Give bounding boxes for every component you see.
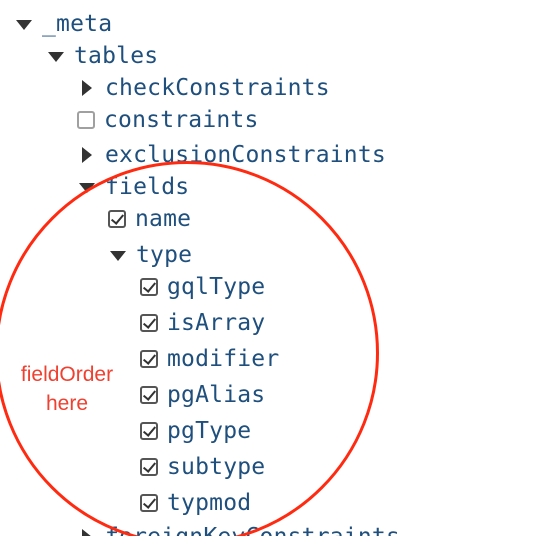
checkbox-checked[interactable] [140,422,158,440]
node-label: typmod [167,490,252,516]
node-label: fields [105,174,190,200]
caret-down-icon[interactable] [14,14,34,34]
node-label: pgType [167,418,252,444]
node-label: isArray [167,310,266,336]
node-label: constraints [104,107,259,133]
node-label: checkConstraints [105,75,330,101]
caret-down-icon[interactable] [77,177,97,197]
checkbox-unchecked[interactable] [77,111,95,129]
tree-node-type[interactable]: type [108,240,192,270]
tree-node-typmod[interactable]: typmod [140,488,251,518]
node-label: _meta [42,11,113,37]
caret-right-icon[interactable] [77,78,97,98]
tree-node-checkconstraints[interactable]: checkConstraints [77,73,330,103]
node-label: tables [74,43,159,69]
tree-node-subtype[interactable]: subtype [140,452,265,482]
caret-down-icon[interactable] [46,46,66,66]
tree-node-isarray[interactable]: isArray [140,308,265,338]
node-label: modifier [167,346,280,372]
checkbox-checked[interactable] [140,278,158,296]
checkbox-checked[interactable] [140,350,158,368]
caret-right-icon[interactable] [77,145,97,165]
node-label: type [136,242,193,268]
tree-node-meta[interactable]: _meta [14,9,112,39]
node-label: gqlType [167,274,266,300]
tree-node-modifier[interactable]: modifier [140,344,279,374]
node-label: subtype [167,454,266,480]
tree-node-pgalias[interactable]: pgAlias [140,380,265,410]
tree-node-exclusionconstraints[interactable]: exclusionConstraints [77,140,386,170]
annotation-line-2: here [45,392,89,415]
checkbox-checked[interactable] [108,210,126,228]
node-label: exclusionConstraints [105,142,386,168]
tree-node-gqltype[interactable]: gqlType [140,272,265,302]
annotation-text: fieldOrder here [2,360,132,418]
caret-down-icon[interactable] [108,245,128,265]
checkbox-checked[interactable] [140,494,158,512]
tree-node-constraints[interactable]: constraints [77,105,259,135]
checkbox-checked[interactable] [140,314,158,332]
tree-node-name[interactable]: name [108,204,191,234]
node-label: foreignKeyConstraints [105,522,400,536]
tree-node-fields[interactable]: fields [77,172,189,202]
tree-node-pgtype[interactable]: pgType [140,416,251,446]
tree-node-tables[interactable]: tables [46,41,158,71]
caret-right-icon[interactable] [77,527,97,536]
checkbox-checked[interactable] [140,386,158,404]
node-label: pgAlias [167,382,266,408]
node-label: name [135,206,192,232]
checkbox-checked[interactable] [140,458,158,476]
annotation-line-1: fieldOrder [20,363,114,386]
tree-node-foreignkeyconstraints[interactable]: foreignKeyConstraints [77,522,400,536]
